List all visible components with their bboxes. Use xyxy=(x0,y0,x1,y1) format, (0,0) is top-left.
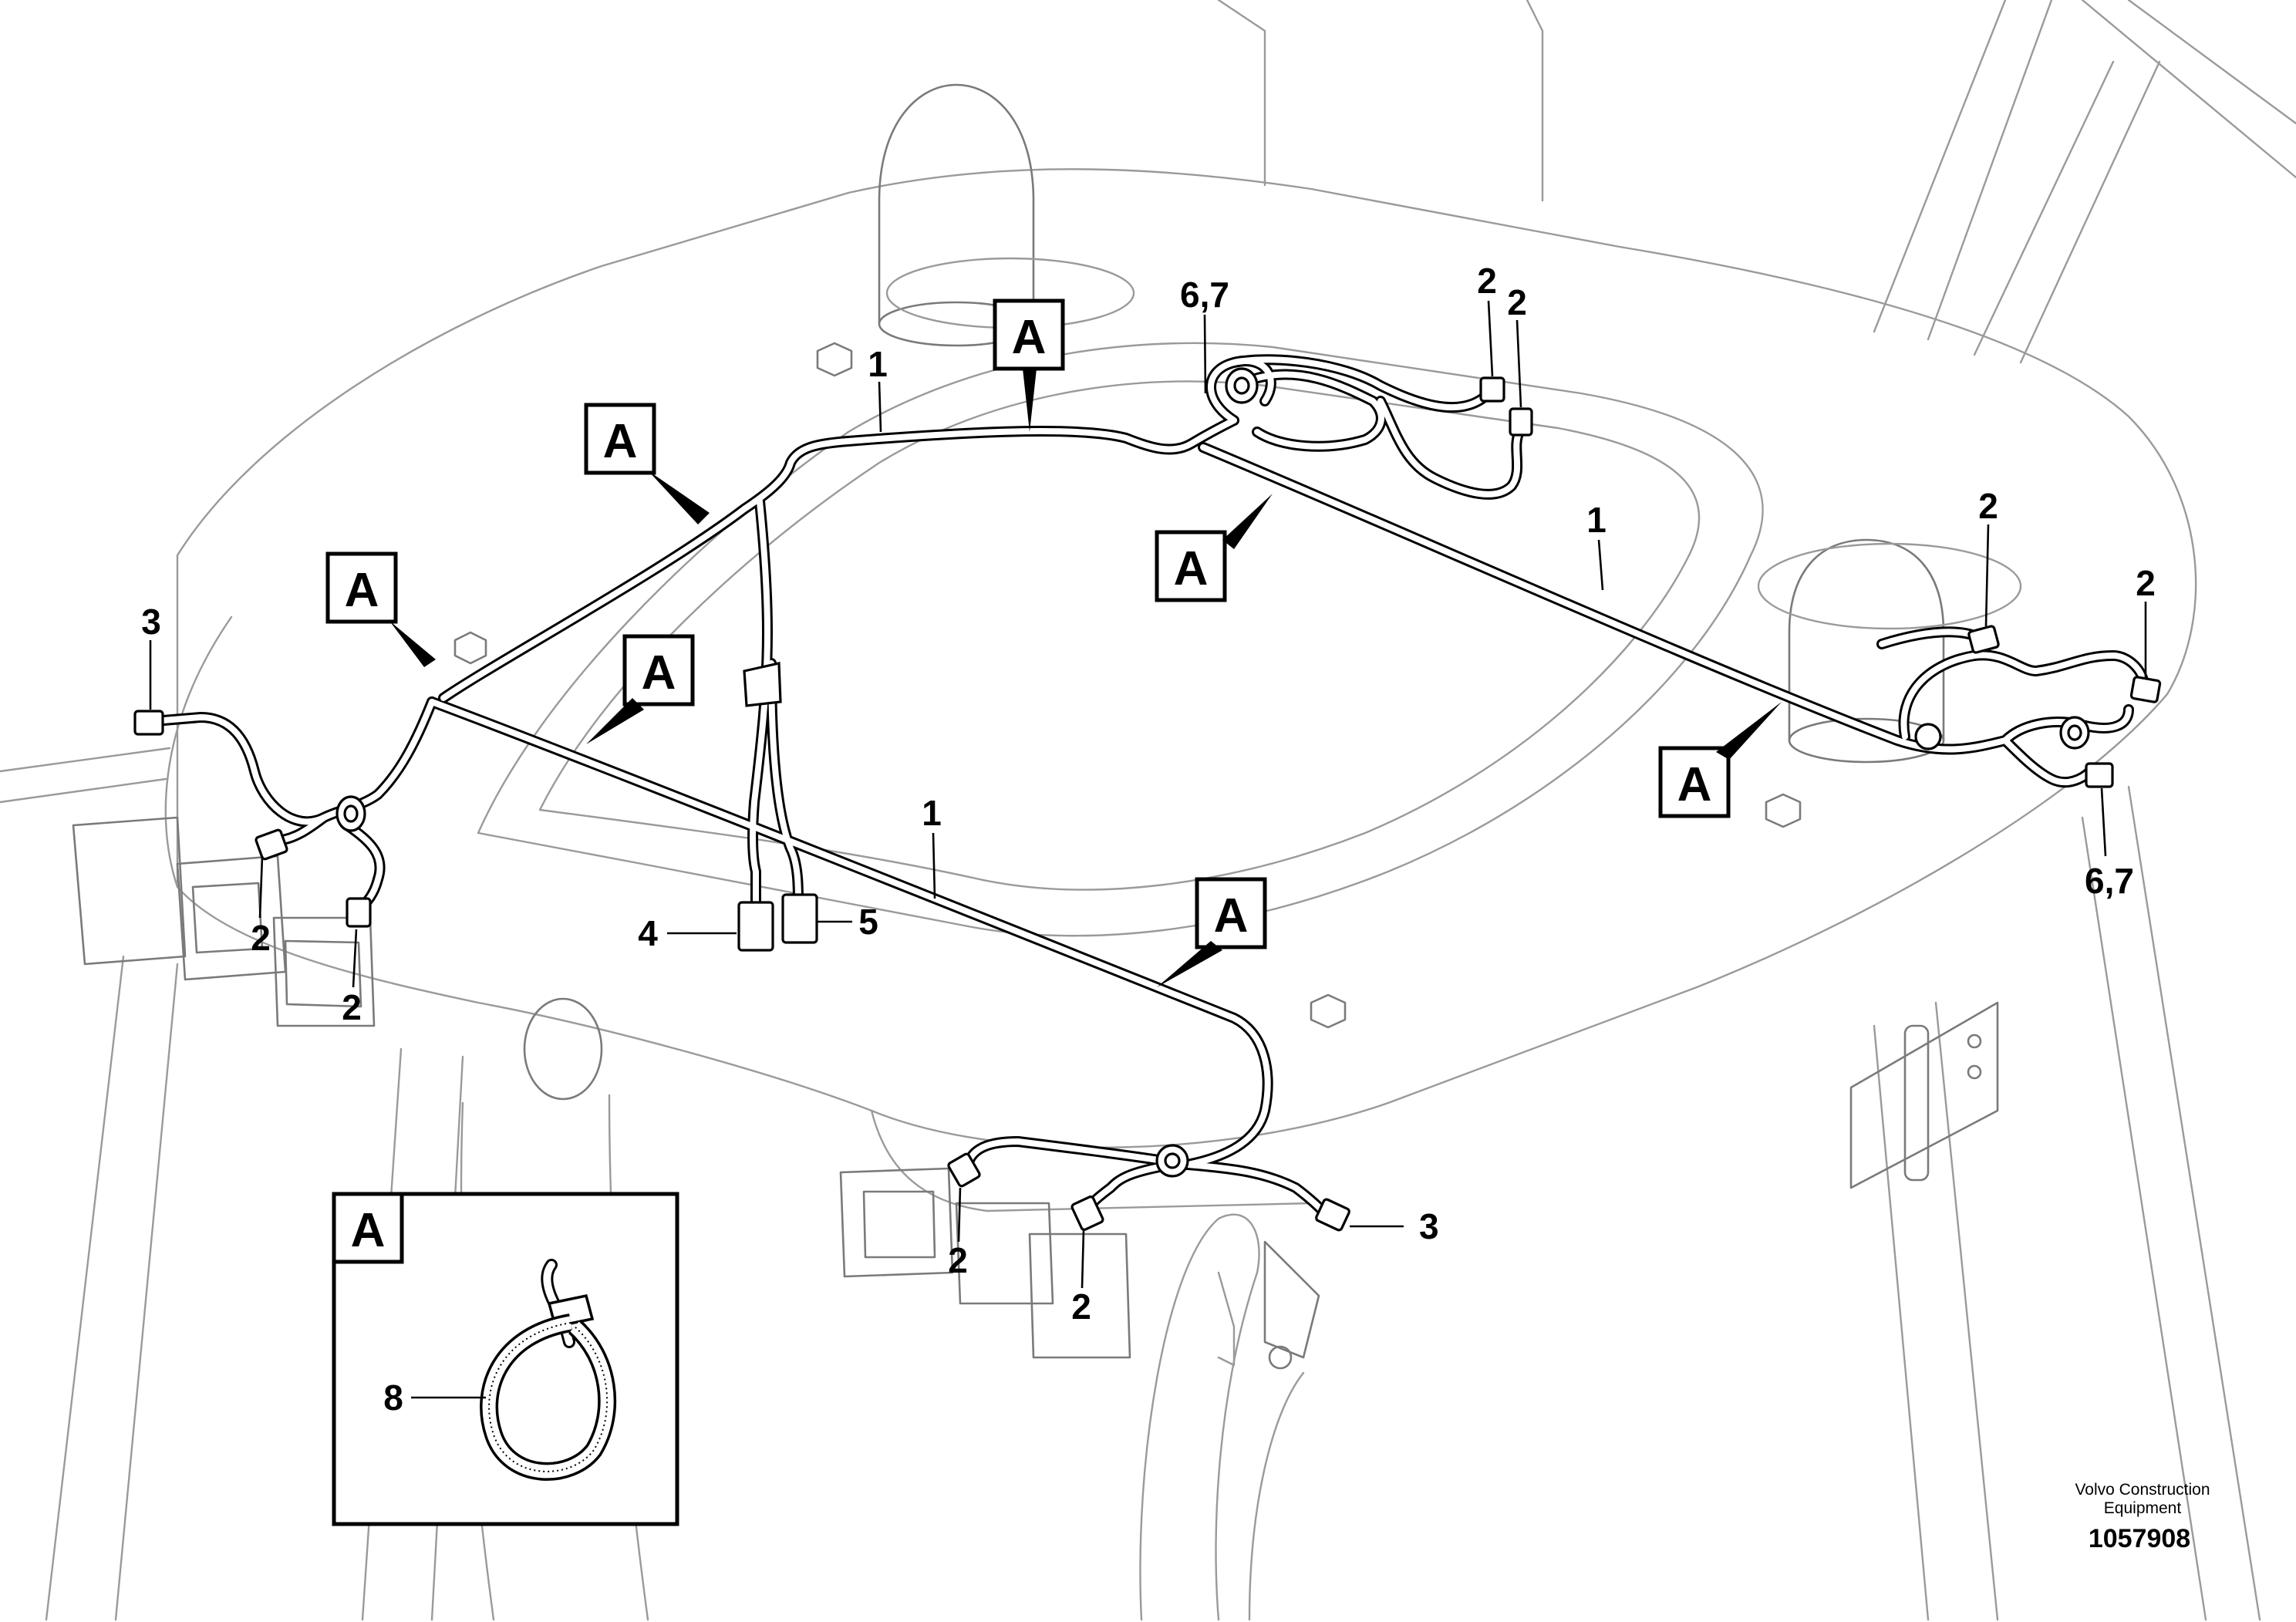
caption-brand-line2: Equipment xyxy=(2104,1499,2182,1517)
harness-front-lights-2 xyxy=(1082,1159,1178,1216)
svg-text:A: A xyxy=(345,564,379,617)
svg-text:A: A xyxy=(1012,311,1047,364)
ref-marker-1: A xyxy=(584,403,710,524)
figure-caption: Volvo Construction Equipment 1057908 xyxy=(2075,1481,2210,1553)
cable-tie-icon xyxy=(480,1259,617,1481)
grommets xyxy=(335,367,2090,1178)
connectors xyxy=(133,376,2162,1232)
callouts: 1 1 1 3 3 4 5 2 2 2 2 2 2 6,7 xyxy=(141,261,2156,1327)
harness-branch-right xyxy=(1198,442,2011,755)
callout-connector-5: 5 xyxy=(858,902,878,942)
ref-marker-6: A xyxy=(1658,702,1782,818)
caption-figure-number: 1057908 xyxy=(2089,1524,2190,1553)
callout-connector-2-top-b: 2 xyxy=(1507,282,1527,322)
svg-text:A: A xyxy=(1214,889,1249,943)
svg-text:A: A xyxy=(603,415,638,468)
callout-harness-front: 1 xyxy=(922,793,942,833)
callout-connector-2-right-b: 2 xyxy=(2136,563,2156,603)
callout-grommet-6-7-top: 6,7 xyxy=(1180,275,1229,315)
callout-connector-2-left-a: 2 xyxy=(251,918,271,958)
ref-marker-4: A xyxy=(586,634,695,744)
callout-harness-top: 1 xyxy=(868,344,888,384)
callout-connector-2-right-a: 2 xyxy=(1978,486,1998,526)
ref-marker-7: A xyxy=(1157,877,1267,987)
caption-brand-line1: Volvo Construction xyxy=(2075,1481,2210,1499)
svg-text:A: A xyxy=(1174,542,1209,595)
ref-marker-3: A xyxy=(325,551,436,667)
ref-markers: A A A A A A xyxy=(325,298,1782,987)
callout-harness-right: 1 xyxy=(1586,500,1607,540)
callout-connector-3-left: 3 xyxy=(141,602,161,642)
ref-marker-5: A xyxy=(1155,494,1273,602)
harness-branch-top xyxy=(438,415,1239,703)
callout-grommet-6-7-right: 6,7 xyxy=(2085,861,2134,901)
callout-connector-2-front-a: 2 xyxy=(948,1240,968,1280)
callout-connector-3-front: 3 xyxy=(1419,1206,1439,1246)
wiring-harness xyxy=(133,354,2162,1232)
callout-connector-4: 4 xyxy=(638,913,658,953)
detail-inset: A 8 xyxy=(332,1192,679,1526)
callout-connector-2-top-a: 2 xyxy=(1477,261,1497,301)
svg-text:A: A xyxy=(642,646,676,700)
callout-connector-2-left-b: 2 xyxy=(342,987,362,1027)
inset-ref-label: A xyxy=(351,1204,386,1257)
callout-cable-tie-8: 8 xyxy=(383,1378,403,1418)
callout-connector-2-front-b: 2 xyxy=(1071,1286,1091,1327)
ref-marker-2: A xyxy=(993,298,1065,432)
svg-text:A: A xyxy=(1677,758,1712,811)
